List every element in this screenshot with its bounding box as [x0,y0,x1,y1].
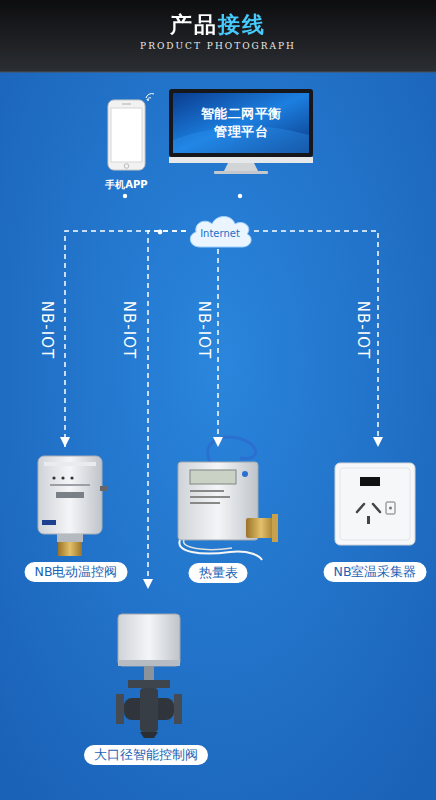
protocol-label: NB-IOT [38,301,56,359]
electric-valve-illustration-part [42,520,56,525]
large-valve-illustration-part [118,660,180,666]
heat-meter-illustration-part [190,496,230,498]
room-sensor-illustration [335,463,415,545]
heat-meter-illustration-part [190,470,236,484]
room-sensor-illustration-part [335,463,415,545]
protocol-label: NB-IOT [354,301,372,359]
phone-illustration-part [124,164,129,169]
dashed-connector [217,249,219,447]
monitor-illustration-part [224,163,258,171]
title-wrap: 产品接线 [0,10,436,40]
electric-valve-illustration [38,456,108,556]
heat-meter-illustration-part [208,437,256,462]
node-text: 智能二网平衡 管理平台 [197,105,285,141]
header-band [0,0,436,72]
electric-valve-illustration-part [70,476,73,479]
node-text: Internet [200,224,240,239]
phone-illustration-part [111,108,142,162]
heat-meter-illustration [178,437,278,560]
large-valve-illustration-part [118,614,180,666]
internet-cloud: Internet [186,213,254,249]
heat-meter-illustration-part [190,490,224,492]
heat-meter-illustration-part [272,514,278,542]
phone-illustration-part [123,194,127,198]
monitor-illustration-part [169,89,313,157]
phone-illustration-part [147,99,149,101]
device-caption: NB室温采集器 [324,562,427,582]
phone-illustration-part [108,100,145,170]
device-node: NB电动温控阀 [10,447,142,582]
page-title: 产品接线 [170,10,266,40]
large-valve-illustration-part [140,688,158,732]
protocol-label: NB-IOT [120,301,138,359]
node-text: 手机APP [90,178,163,192]
large-valve-illustration-part [128,680,170,688]
monitor-illustration-part [214,171,268,174]
room-sensor-illustration-part [367,516,370,524]
heat-meter-illustration-part [246,518,276,538]
large-valve-illustration [116,614,182,738]
device-node: NB室温采集器 [320,447,430,582]
large-valve-illustration-part [140,732,158,738]
electric-valve-illustration-part [100,486,108,491]
electric-valve-illustration-part [57,534,83,542]
device-caption: NB电动温控阀 [25,562,128,582]
device-node: 大口径智能控制阀 [78,589,214,765]
platform-node: 智能二网平衡 管理平台 [173,93,309,153]
protocol-label: NB-IOT [195,301,213,359]
room-sensor-illustration-part [389,507,392,510]
device-caption: 热量表 [189,563,248,583]
large-valve-illustration-part [174,694,182,724]
monitor-illustration [169,89,313,198]
phone-illustration-part [122,103,131,104]
subtitle-label: PRODUCT PHOTOGRAPH [0,41,436,51]
electric-valve-illustration-part [61,476,64,479]
app-node: 手机APP [100,95,153,192]
large-valve-illustration-part [116,694,124,724]
heat-meter-illustration-part [184,540,232,550]
header-line [0,72,436,73]
electric-valve-illustration-part [58,542,82,556]
electric-valve-illustration-part [56,492,84,498]
room-sensor-illustration-part [360,477,380,486]
device-caption: 大口径智能控制阀 [84,745,208,765]
monitor-illustration-part [169,157,313,163]
heat-meter-illustration-part [179,540,262,560]
phone-illustration-part [146,94,154,100]
monitor-illustration-part [238,194,242,198]
electric-valve-illustration-part [38,456,102,534]
monitor-illustration-part [173,93,309,153]
electric-valve-illustration-part [50,484,90,486]
room-sensor-illustration-part [340,468,410,540]
large-valve-illustration-part [144,666,154,680]
dashed-connector [65,231,186,447]
room-sensor-illustration-part [357,504,380,512]
electric-valve-illustration-part [52,476,55,479]
room-sensor-illustration-part [386,502,395,514]
cloud-outline [190,217,251,248]
heat-meter-illustration-part [190,502,220,504]
dashed-connector [148,231,186,589]
dashed-connector [254,231,378,447]
electric-valve-illustration-part [44,462,96,466]
device-node: 热量表 [165,447,271,583]
heat-meter-illustration-part [242,471,248,477]
